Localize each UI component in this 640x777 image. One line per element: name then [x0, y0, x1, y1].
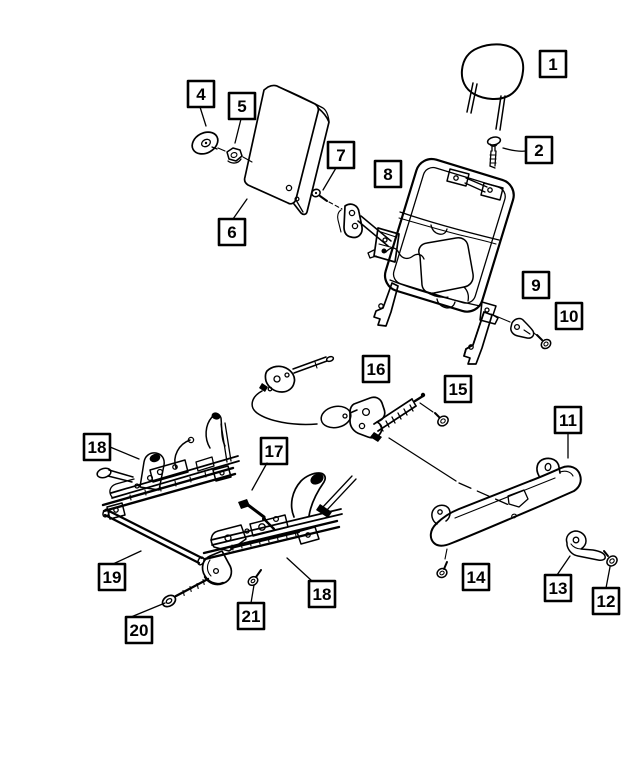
callout-number: 7	[336, 146, 345, 165]
callout-7[interactable]: 7	[326, 140, 356, 170]
callout-2[interactable]: 2	[524, 135, 554, 165]
callout-box[interactable]	[591, 586, 621, 616]
leader-line-19	[112, 550, 142, 565]
callout-box[interactable]	[227, 91, 257, 121]
callout-box[interactable]	[553, 405, 583, 435]
callout-number: 19	[103, 568, 122, 587]
callout-number: 21	[242, 607, 261, 626]
leader-line-4	[199, 106, 207, 127]
leader-line-5	[234, 118, 242, 144]
leader-line-18-right	[286, 557, 313, 582]
callout-1[interactable]: 1	[538, 49, 568, 79]
callout-number: 17	[265, 442, 284, 461]
callout-number: 18	[88, 438, 107, 457]
callout-20[interactable]: 20	[124, 615, 154, 645]
handle-screw-illustration	[603, 550, 618, 567]
crossbar-illustration	[102, 508, 205, 566]
callout-box[interactable]	[538, 49, 568, 79]
callout-box[interactable]	[361, 354, 391, 384]
disc-washer-illustration	[191, 131, 219, 155]
callout-box[interactable]	[326, 140, 356, 170]
clip-illustration	[490, 313, 535, 339]
callout-box[interactable]	[521, 270, 551, 300]
seatback-panel-illustration	[243, 84, 330, 216]
callout-box[interactable]	[259, 436, 289, 466]
callout-8[interactable]: 8	[373, 159, 403, 189]
callout-19[interactable]: 19	[97, 562, 127, 592]
callouts: 1 2 4 5 6 7 8 9	[82, 49, 621, 645]
recliner-cable-illustration	[251, 355, 510, 506]
callout-box[interactable]	[307, 579, 337, 609]
callout-number: 4	[196, 85, 206, 104]
callout-box[interactable]	[524, 135, 554, 165]
leader-line-13	[556, 555, 571, 576]
callout-box[interactable]	[97, 562, 127, 592]
callout-number: 16	[367, 360, 386, 379]
track-screw-20-illustration	[161, 577, 210, 608]
callout-5[interactable]: 5	[227, 91, 257, 121]
callout-9[interactable]: 9	[521, 270, 551, 300]
headrest-screw-illustration	[486, 136, 502, 169]
callout-box[interactable]	[124, 615, 154, 645]
callout-number: 20	[130, 621, 149, 640]
seat-track-right-illustration	[201, 472, 357, 586]
callout-4[interactable]: 4	[186, 79, 216, 109]
callout-number: 8	[383, 165, 392, 184]
callout-box[interactable]	[443, 374, 473, 404]
clip-screw-illustration	[533, 332, 552, 350]
callout-box[interactable]	[217, 217, 247, 247]
callout-number: 11	[559, 411, 577, 430]
leader-line-17	[251, 462, 268, 491]
callout-13[interactable]: 13	[543, 573, 573, 603]
seat-track-left-illustration	[96, 412, 240, 520]
callout-number: 13	[549, 579, 568, 598]
callout-number: 9	[531, 276, 540, 295]
leader-line-6	[232, 198, 248, 220]
leader-line-18-left	[109, 446, 140, 460]
callout-number: 15	[449, 380, 468, 399]
seatback-frame-illustration	[367, 157, 515, 365]
leader-lines	[109, 106, 611, 618]
callout-number: 1	[548, 55, 557, 74]
callout-14[interactable]: 14	[461, 562, 491, 592]
callout-16[interactable]: 16	[361, 354, 391, 384]
callout-box[interactable]	[543, 573, 573, 603]
nut-illustration	[217, 147, 253, 164]
callout-10[interactable]: 10	[554, 301, 584, 331]
pivot-rod-illustration	[311, 188, 392, 247]
leader-line-7	[322, 167, 337, 191]
callout-box[interactable]	[186, 79, 216, 109]
leader-line-12	[605, 566, 611, 589]
leader-line-2	[502, 147, 527, 152]
callout-box[interactable]	[461, 562, 491, 592]
callout-15[interactable]: 15	[443, 374, 473, 404]
side-shield-illustration	[429, 457, 582, 547]
callout-11[interactable]: 11	[553, 405, 583, 435]
leader-line-20	[130, 602, 166, 618]
shield-screw-illustration	[436, 548, 448, 579]
callout-number: 12	[597, 592, 616, 611]
recliner-handle-illustration	[565, 530, 606, 561]
actuator-screw-illustration	[419, 402, 449, 427]
callout-box[interactable]	[554, 301, 584, 331]
callout-18-right[interactable]: 18	[307, 579, 337, 609]
callout-number: 14	[467, 568, 486, 587]
callout-box[interactable]	[236, 601, 266, 631]
callout-number: 10	[560, 307, 579, 326]
callout-box[interactable]	[373, 159, 403, 189]
callout-21[interactable]: 21	[236, 601, 266, 631]
callout-box[interactable]	[82, 432, 112, 462]
leader-line-21	[250, 584, 255, 604]
callout-number: 5	[237, 97, 246, 116]
callout-number: 18	[313, 585, 332, 604]
callout-number: 6	[227, 223, 236, 242]
callout-18-left[interactable]: 18	[82, 432, 112, 462]
callout-17[interactable]: 17	[259, 436, 289, 466]
headrest-illustration	[460, 43, 525, 131]
callout-6[interactable]: 6	[217, 217, 247, 247]
callout-number: 2	[534, 141, 543, 160]
callout-12[interactable]: 12	[591, 586, 621, 616]
track-screw-21-illustration	[247, 569, 262, 587]
